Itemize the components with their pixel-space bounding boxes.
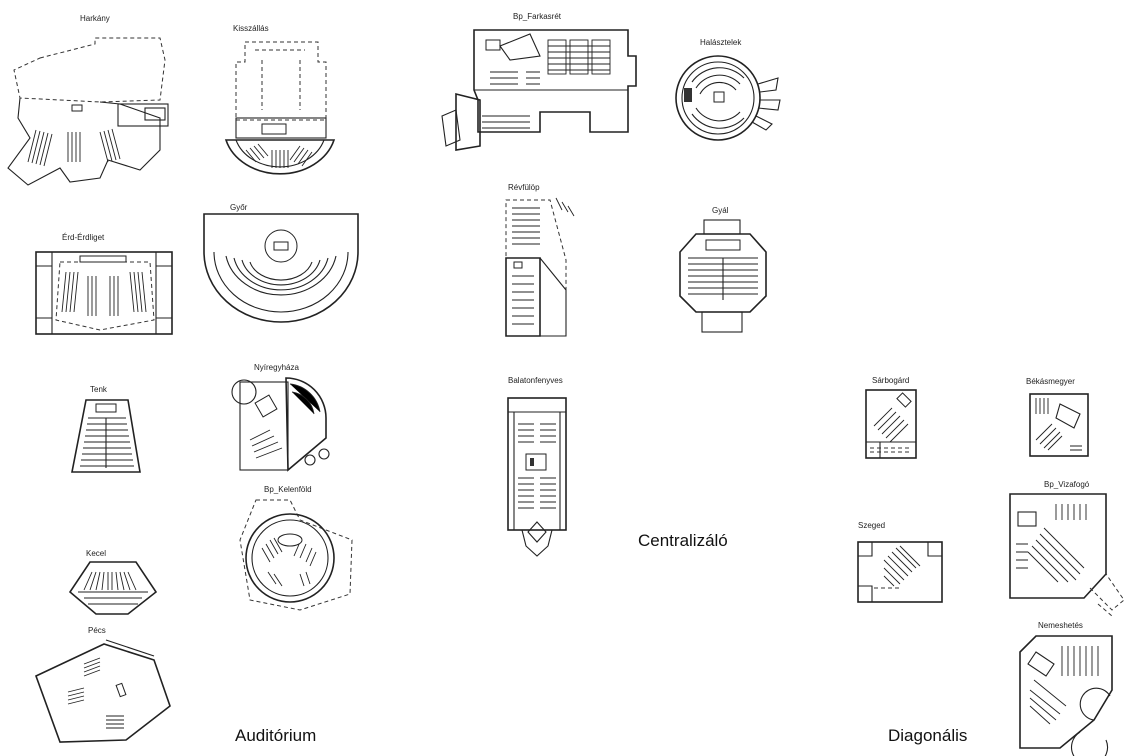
category-diagonal: Diagonális bbox=[888, 726, 967, 745]
plan-gyal: Gyál bbox=[679, 206, 767, 333]
label-szeged: Szeged bbox=[858, 521, 885, 530]
plan-sarbogard: Sárbogárd bbox=[865, 376, 917, 459]
plan-halasztelek: Halásztelek bbox=[675, 38, 781, 141]
plan-kecel: Kecel bbox=[68, 549, 158, 615]
label-revfulop: Révfülöp bbox=[508, 183, 540, 192]
plan-nemeshetes: Nemeshetés bbox=[1019, 621, 1113, 756]
plan-kisszallas: Kisszállás bbox=[224, 24, 336, 175]
plan-bekasmegyer: Békásmegyer bbox=[1026, 377, 1089, 457]
label-nyiregyhaza: Nyíregyháza bbox=[254, 363, 299, 372]
plan-szeged: Szeged bbox=[857, 521, 943, 603]
plan-tenk: Tenk bbox=[71, 385, 141, 473]
label-gyor: Győr bbox=[230, 203, 248, 212]
plan-harkany: Harkány bbox=[7, 14, 169, 186]
label-gyal: Gyál bbox=[712, 206, 729, 215]
label-balatonfenyves: Balatonfenyves bbox=[508, 376, 563, 385]
plan-revfulop: Révfülöp bbox=[505, 183, 575, 337]
label-farkasret: Bp_Farkasrét bbox=[513, 12, 562, 21]
label-harkany: Harkány bbox=[80, 14, 110, 23]
plan-kelenfold: Bp_Kelenföld bbox=[239, 485, 353, 611]
plan-pecs: Pécs bbox=[34, 626, 171, 743]
label-halasztelek: Halásztelek bbox=[700, 38, 742, 47]
label-pecs: Pécs bbox=[88, 626, 106, 635]
label-kecel: Kecel bbox=[86, 549, 106, 558]
label-tenk: Tenk bbox=[90, 385, 108, 394]
label-kelenfold: Bp_Kelenföld bbox=[264, 485, 312, 494]
category-auditorium: Auditórium bbox=[235, 726, 316, 745]
plan-farkasret: Bp_Farkasrét bbox=[441, 12, 637, 151]
label-nemeshetes: Nemeshetés bbox=[1038, 621, 1083, 630]
label-kisszallas: Kisszállás bbox=[233, 24, 269, 33]
plan-vizafogo: Bp_Vizafogó bbox=[1009, 480, 1125, 617]
plan-gyor: Győr bbox=[203, 203, 359, 323]
category-centralizing: Centralizáló bbox=[638, 531, 728, 550]
label-erd: Érd-Érdliget bbox=[62, 233, 105, 242]
plan-balatonfenyves: Balatonfenyves bbox=[507, 376, 567, 557]
label-sarbogard: Sárbogárd bbox=[872, 376, 909, 385]
plan-erd: Érd-Érdliget bbox=[35, 233, 173, 335]
label-vizafogo: Bp_Vizafogó bbox=[1044, 480, 1090, 489]
plan-nyiregyhaza: Nyíregyháza bbox=[231, 363, 330, 472]
label-bekasmegyer: Békásmegyer bbox=[1026, 377, 1075, 386]
